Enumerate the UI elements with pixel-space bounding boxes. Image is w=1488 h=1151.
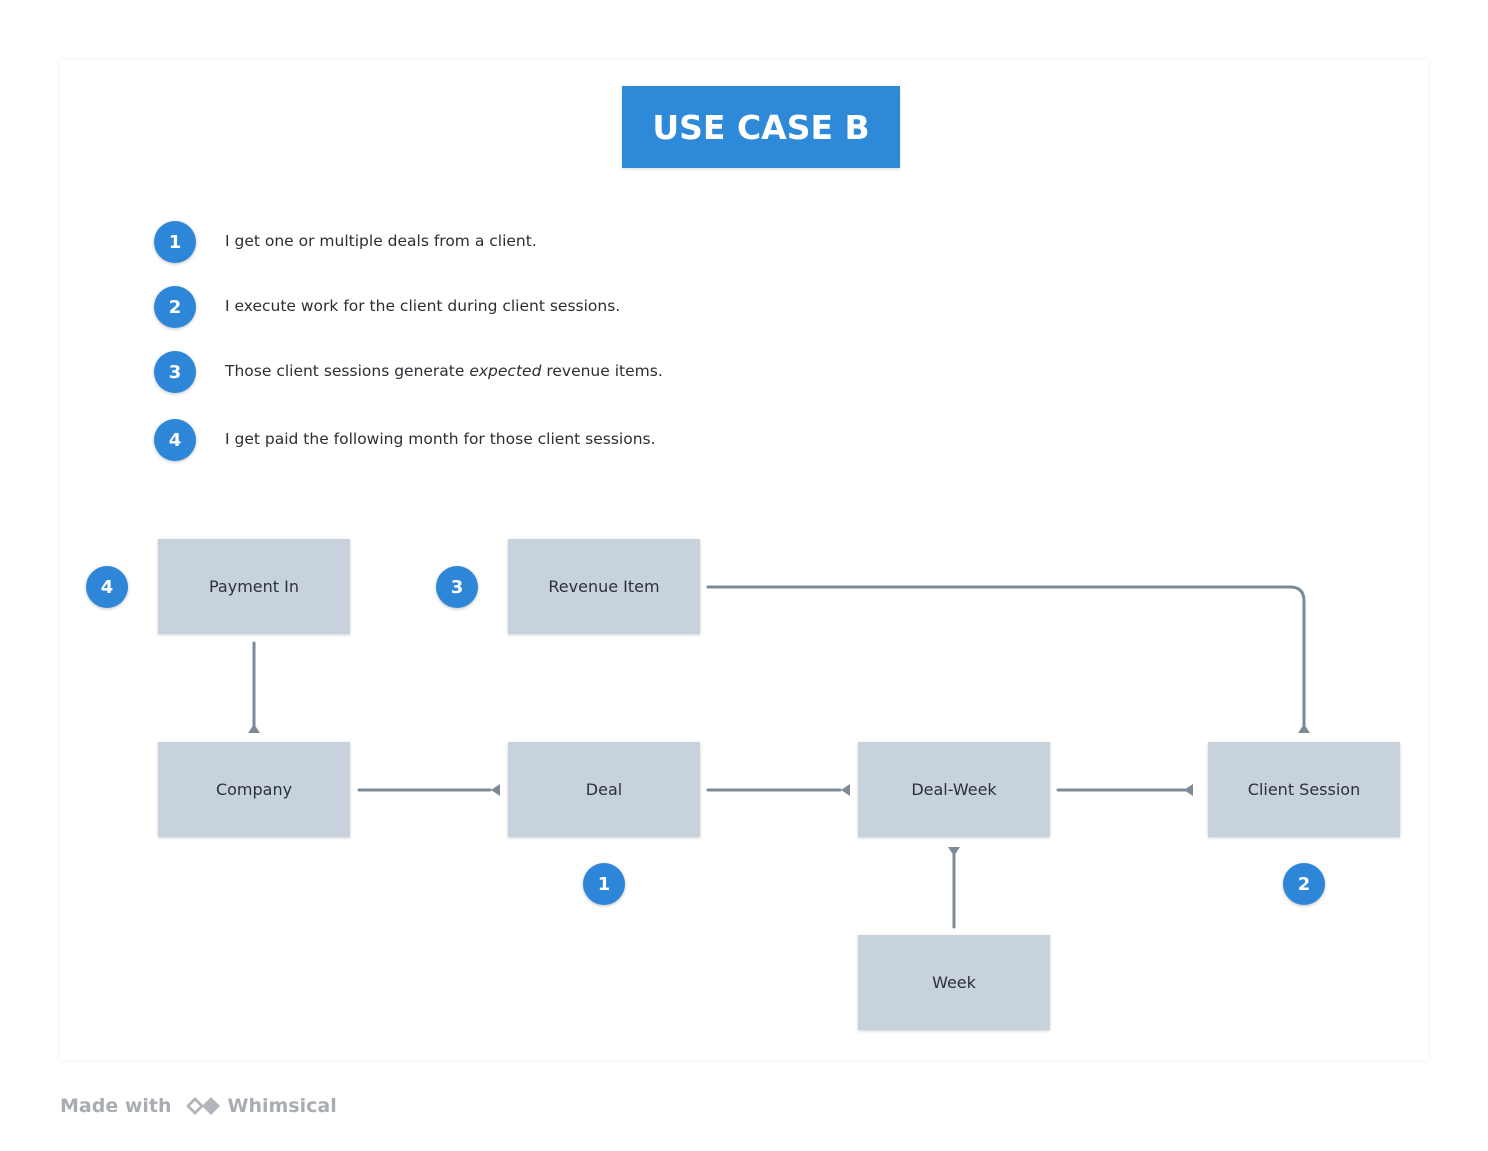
arrow-dealweek-end: [841, 784, 850, 796]
whimsical-brand-label: Whimsical: [227, 1095, 337, 1117]
connector-revenue-session: [706, 585, 1306, 729]
node-deal-week[interactable]: Deal-Week: [858, 742, 1050, 837]
made-with-label: Made with: [60, 1095, 172, 1117]
node-revenue-item[interactable]: Revenue Item: [508, 539, 700, 634]
node-company[interactable]: Company: [158, 742, 350, 837]
step-text-4: I get paid the following month for those…: [225, 430, 656, 448]
step-badge-2: 2: [154, 286, 196, 328]
arrow-company-end: [248, 724, 260, 733]
node-payment-in[interactable]: Payment In: [158, 539, 350, 634]
diagram-title: USE CASE B: [622, 86, 900, 168]
step-text-1: I get one or multiple deals from a clien…: [225, 232, 537, 250]
arrow-deal-end: [491, 784, 500, 796]
node-week[interactable]: Week: [858, 935, 1050, 1030]
step-badge-3: 3: [154, 351, 196, 393]
arrow-dealweek-bottom-end: [948, 847, 960, 856]
whimsical-logo-icon: [182, 1091, 222, 1121]
arrow-session-top-end: [1298, 724, 1310, 733]
step-text-2: I execute work for the client during cli…: [225, 297, 621, 315]
node-badge-payment-in: 4: [86, 566, 128, 608]
arrow-session-left-end: [1184, 784, 1193, 796]
step-badge-4: 4: [154, 419, 196, 461]
node-badge-deal: 1: [583, 863, 625, 905]
node-deal[interactable]: Deal: [508, 742, 700, 837]
node-badge-revenue-item: 3: [436, 566, 478, 608]
node-badge-client-session: 2: [1283, 863, 1325, 905]
step-text-3: Those client sessions generate expected …: [225, 362, 663, 380]
node-client-session[interactable]: Client Session: [1208, 742, 1400, 837]
step-badge-1: 1: [154, 221, 196, 263]
made-with-footer[interactable]: Made with Whimsical: [60, 1090, 337, 1122]
